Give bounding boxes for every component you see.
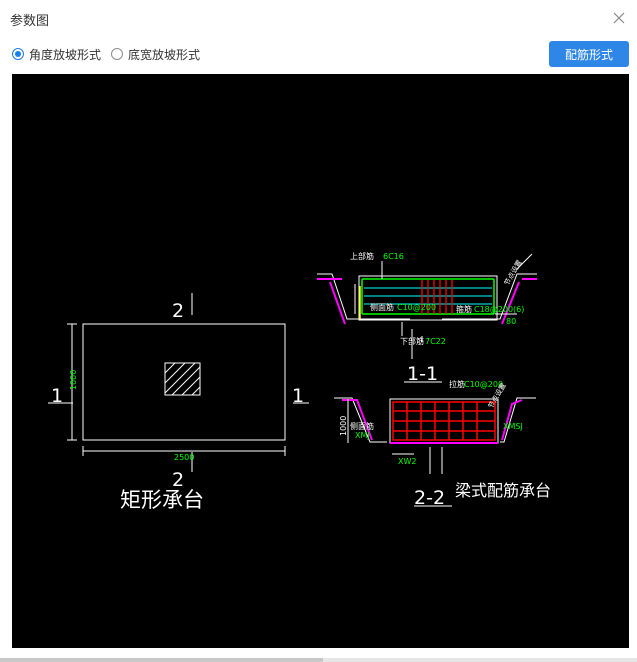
slope-mode-options: 角度放坡形式 底宽放坡形式 — [12, 44, 210, 64]
label-xw2: XW2 — [398, 457, 416, 466]
rebar-grid — [392, 401, 496, 441]
dialog-titlebar: 参数图 — [0, 0, 637, 38]
label-xmj: XMJ — [355, 431, 370, 440]
label-side-rebar: 侧面筋 — [370, 302, 394, 312]
caption-beam-cap: 梁式配筋承台 — [455, 481, 551, 500]
close-icon[interactable] — [609, 8, 629, 28]
radio-bottom-width-slope[interactable]: 底宽放坡形式 — [111, 46, 200, 63]
dim-1000: 1000 — [339, 416, 348, 436]
dim-height: 1000 — [69, 370, 78, 390]
label-stirrup: 箍筋 — [456, 304, 472, 314]
caption-rect-cap: 矩形承台 — [120, 488, 204, 512]
section-label-right: 1 — [292, 385, 304, 407]
label-top-rebar: 上部筋 — [350, 251, 374, 261]
section-label-top: 2 — [172, 300, 184, 322]
spec-side-rebar: C10@200 — [397, 303, 436, 312]
section-label-left: 1 — [51, 385, 63, 407]
cut-label-2-2: 2-2 — [414, 487, 445, 509]
cut-label-1-1: 1-1 — [407, 363, 438, 385]
label-xmsj: XMSJ — [503, 422, 523, 431]
slope-note-1: 节点设置 — [502, 258, 524, 287]
column-hatch — [164, 362, 201, 396]
radio-angle-slope[interactable]: 角度放坡形式 — [12, 46, 101, 63]
radio-unchecked-icon — [111, 48, 124, 60]
scrollbar-thumb[interactable] — [0, 658, 323, 662]
radio-label: 角度放坡形式 — [29, 47, 102, 62]
parameter-drawing: 2 2 1 1 2500 1000 矩形承台 — [12, 74, 629, 648]
spec-bottom-rebar: 7C22 — [425, 337, 446, 346]
label-side-rebar-2: 侧面筋 — [350, 421, 374, 431]
radio-label: 底宽放坡形式 — [128, 47, 201, 62]
section-label-bottom: 2 — [172, 469, 184, 491]
dim-80: 80 — [506, 317, 516, 326]
dialog-title: 参数图 — [10, 14, 50, 29]
spec-top-rebar: 6C16 — [383, 252, 404, 261]
plan-view: 2 2 1 1 2500 1000 矩形承台 — [48, 293, 309, 512]
section-2-2: 拉筋 C10@200 侧面筋 XMJ XMSJ XW2 1000 节点设置 2-… — [334, 379, 551, 509]
spec-tie-bar: C10@200 — [464, 380, 503, 389]
dim-width: 2500 — [174, 453, 194, 462]
radio-checked-icon — [12, 48, 24, 60]
rebar-form-button[interactable]: 配筋形式 — [549, 41, 629, 67]
section-1-1: 上部筋 6C16 侧面筋 C10@200 箍筋 C18@200(6) 下部筋 7… — [317, 251, 537, 385]
spec-stirrup: C18@200(6) — [474, 305, 524, 314]
label-bottom-rebar: 下部筋 — [400, 336, 424, 346]
label-tie-bar: 拉筋 — [449, 379, 465, 389]
